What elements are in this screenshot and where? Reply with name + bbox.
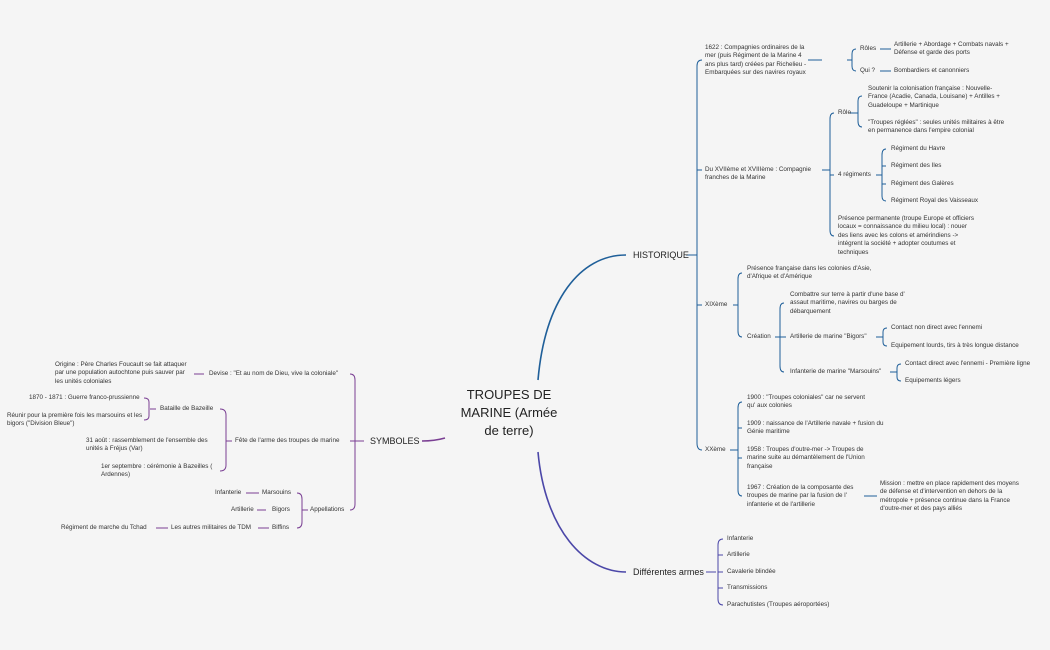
node-infanterie-marine[interactable]: Infanterie de marine "Marsouins": [790, 368, 882, 375]
connector-symboles: [421, 437, 446, 442]
topic-historique[interactable]: HISTORIQUE: [633, 250, 689, 260]
node-regiment[interactable]: Régiment des Galères: [891, 180, 954, 187]
node-guerre[interactable]: 1870 - 1871 : Guerre franco-prussienne: [29, 394, 140, 401]
node-arme[interactable]: Transmissions: [727, 584, 768, 591]
node-roles[interactable]: Rôles: [860, 45, 877, 52]
node-roles-text[interactable]: Artillerie + Abordage + Combats navals +…: [894, 41, 1009, 57]
connector-armes: [537, 451, 627, 573]
node-presence-permanente[interactable]: Présence permanente (troupe Europe et of…: [838, 215, 975, 256]
node-31-aout[interactable]: 31 août : rassemblement de l'ensemble de…: [86, 437, 208, 453]
node-inf-equipement[interactable]: Equipements légers: [905, 377, 961, 384]
topic-differentes-armes[interactable]: Différentes armes: [633, 567, 704, 577]
node-bataille-bazeille[interactable]: Bataille de Bazeille: [160, 405, 214, 412]
node-role-troupes-reglees[interactable]: "Troupes réglées" : seules unités milita…: [868, 119, 1005, 135]
node-regiment[interactable]: Régiment Royal des Vaisseaux: [891, 197, 979, 204]
connector-group-armes: [706, 538, 724, 606]
node-devise[interactable]: Devise : "Et au nom de Dieu, vive la col…: [209, 370, 339, 377]
node-qui-text[interactable]: Bombardiers et canonniers: [894, 67, 970, 74]
node-arme[interactable]: Parachutistes (Troupes aéroportées): [727, 601, 830, 608]
node-xix[interactable]: XIXème: [705, 301, 728, 308]
node-biffins[interactable]: Biffins: [272, 524, 290, 531]
node-origine[interactable]: Origine : Père Charles Foucault se fait …: [55, 361, 187, 385]
node-mission[interactable]: Mission : mettre en place rapidement des…: [880, 480, 1019, 513]
topic-symboles[interactable]: SYMBOLES: [370, 436, 420, 446]
node-role-colonisation[interactable]: Soutenir la colonisation française : Nou…: [868, 85, 1000, 109]
node-xix-presence[interactable]: Présence française dans les colonies d'A…: [747, 265, 872, 281]
connector-group-historique: [686, 48, 902, 497]
connector-group-symboles: [143, 373, 364, 529]
node-inf-contact[interactable]: Contact direct avec l'ennemi - Première …: [905, 360, 1031, 367]
node-1909[interactable]: 1909 : naissance de l'Artillerie navale …: [747, 420, 884, 436]
node-xvii-xviii[interactable]: Du XVIIème et XVIIIème : Compagnie franc…: [705, 166, 812, 182]
node-appellations[interactable]: Appellations: [310, 506, 345, 513]
node-arme[interactable]: Cavalerie blindée: [727, 568, 776, 575]
node-bigors[interactable]: Bigors: [272, 506, 290, 513]
node-art-contact[interactable]: Contact non direct avec l'ennemi: [891, 324, 983, 331]
node-arme[interactable]: Infanterie: [727, 535, 754, 542]
node-biffins-src[interactable]: Les autres militaires de TDM: [171, 524, 252, 531]
node-marsouins-src[interactable]: Infanterie: [215, 489, 242, 496]
node-regiment[interactable]: Régiment du Havre: [891, 145, 946, 152]
node-art-equipement[interactable]: Equipement lourds, tirs à très longue di…: [891, 342, 1019, 349]
node-1622[interactable]: 1622 : Compagnies ordinaires de la mer (…: [705, 44, 807, 77]
node-arme[interactable]: Artillerie: [727, 551, 750, 558]
node-1900[interactable]: 1900 : "Troupes coloniales" car ne serve…: [747, 394, 865, 410]
node-fete[interactable]: Fête de l'arme des troupes de marine: [235, 437, 340, 444]
node-creation[interactable]: Création: [747, 333, 771, 340]
node-1967[interactable]: 1967 : Création de la composante des tro…: [747, 484, 854, 508]
node-4-regiments[interactable]: 4 régiments: [838, 171, 871, 178]
node-role[interactable]: Rôle: [838, 109, 851, 116]
node-tchad[interactable]: Régiment de marche du Tchad: [61, 524, 147, 531]
connector-historique: [537, 254, 627, 381]
node-qui[interactable]: Qui ?: [860, 67, 876, 74]
node-regiment[interactable]: Régiment des Iles: [891, 162, 942, 169]
node-bigors-src[interactable]: Artillerie: [231, 506, 254, 513]
node-1958[interactable]: 1958 : Troupes d'outre-mer -> Troupes de…: [747, 446, 865, 470]
node-marsouins[interactable]: Marsouins: [262, 489, 292, 496]
node-xx[interactable]: XXème: [705, 446, 726, 453]
node-creation-combattre[interactable]: Combattre sur terre à partir d'une base …: [790, 291, 905, 315]
node-artillerie-marine[interactable]: Artillerie de marine "Bigors": [790, 333, 867, 340]
node-1er-septembre[interactable]: 1er septembre : cérémonie à Bazeilles ( …: [101, 463, 213, 479]
root-topic[interactable]: TROUPES DE MARINE (Armée de terre): [460, 387, 558, 438]
node-division-bleue[interactable]: Réunir pour la première fois les marsoui…: [7, 412, 143, 428]
